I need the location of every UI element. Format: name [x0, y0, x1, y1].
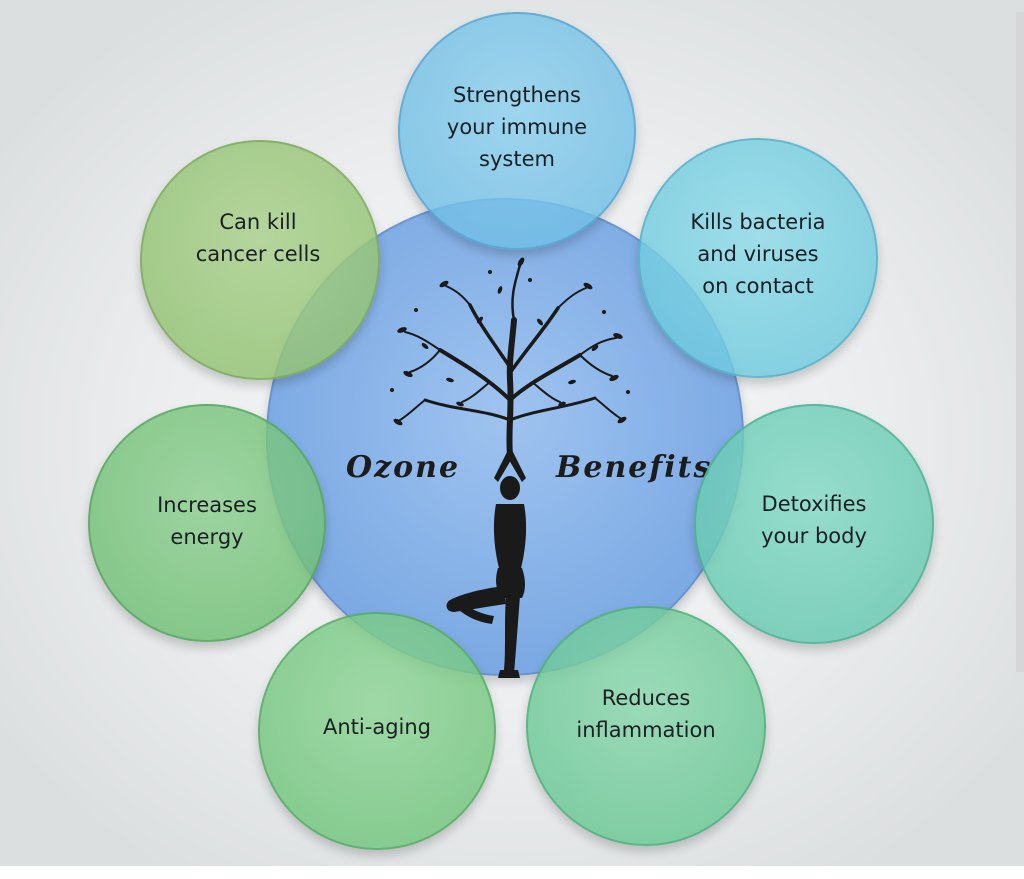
benefit-label: Can kill cancer cells [195, 210, 321, 266]
benefit-label: Anti-aging [323, 715, 431, 739]
center-word-benefits: Benefits [556, 450, 713, 485]
benefit-circle-anti-aging: Anti-aging [258, 612, 496, 850]
benefit-label: Strengthens your immune system [446, 83, 588, 171]
center-word-ozone: Ozone [346, 450, 461, 485]
benefit-label: Kills bacteria and viruses on contact [690, 210, 826, 298]
benefit-circle-immune: Strengthens your immune system [398, 12, 636, 250]
benefit-circle-inflammation: Reduces inflammation [526, 606, 766, 846]
tree-yoga-figure-icon [390, 257, 630, 678]
right-edge-strip [1016, 12, 1024, 672]
bottom-strip [0, 866, 1024, 879]
benefit-label: Detoxifies your body [761, 492, 867, 548]
benefit-circle-energy: Increases energy [88, 404, 326, 642]
benefit-circle-cancer: Can kill cancer cells [140, 140, 380, 380]
benefit-circle-bacteria: Kills bacteria and viruses on contact [638, 138, 878, 378]
benefit-circle-detox: Detoxifies your body [694, 404, 934, 644]
benefit-label: Reduces inflammation [576, 686, 716, 742]
benefit-label: Increases energy [157, 493, 257, 549]
